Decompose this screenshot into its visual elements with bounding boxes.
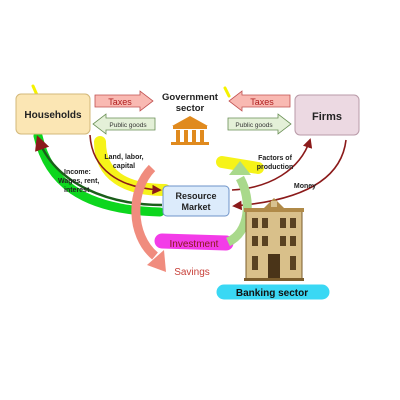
land-labor-capital-flow-arrow — [89, 134, 162, 195]
resource-market-box — [162, 185, 230, 217]
taxes-right-label: Taxes — [250, 97, 274, 107]
land-labor-capital-label-line1: Land, labor, — [104, 154, 143, 161]
savings-flow-arrowhead — [147, 250, 166, 272]
firms-label: Firms — [312, 111, 342, 123]
resource-market-label-line1: Resource — [175, 191, 216, 201]
money-label: Money — [294, 183, 316, 190]
yellow-highlight-mark-right — [223, 86, 231, 98]
investment-flow-arrowhead — [229, 161, 251, 175]
public-goods-right-arrow — [227, 113, 292, 135]
government-building-icon — [171, 116, 209, 145]
government-label-line2: sector — [176, 103, 205, 114]
savings-flow-arrow — [131, 164, 159, 260]
government-label-line1: Government — [162, 92, 219, 103]
magenta-highlight-stroke — [154, 233, 234, 251]
banking-sector-label: Banking sector — [236, 288, 308, 299]
money-flow-arrow — [232, 139, 347, 211]
firms-box — [294, 94, 360, 136]
factors-of-production-label-line2: production — [257, 164, 294, 171]
households-label: Households — [24, 110, 82, 121]
taxes-left-label: Taxes — [108, 97, 132, 107]
factors-of-production-label-line1: Factors of — [258, 155, 293, 162]
savings-label: Savings — [174, 267, 210, 278]
resource-market-label-line2: Market — [181, 202, 210, 212]
income-label-line3: interest — [64, 187, 90, 194]
public-goods-left-arrow — [92, 113, 156, 135]
public-goods-right-label: Public goods — [235, 122, 273, 129]
public-goods-left-label: Public goods — [109, 122, 147, 129]
taxes-left-arrow — [94, 90, 154, 112]
taxes-right-arrow — [228, 90, 291, 112]
income-label-line2: Wages, rent, — [58, 178, 99, 185]
income-flow-arrow — [35, 135, 163, 207]
income-label-line1: Income: — [64, 169, 91, 176]
bank-building-icon — [244, 198, 304, 281]
households-box — [15, 93, 91, 135]
land-labor-capital-label-line2: capital — [113, 163, 135, 170]
investment-label: Investment — [170, 239, 219, 250]
